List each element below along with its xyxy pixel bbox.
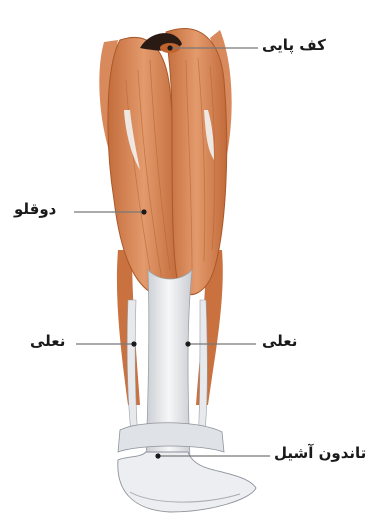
gastrocnemius-right-head — [166, 29, 227, 295]
label-achilles-tendon: تاندون آشیل — [274, 446, 366, 461]
label-plantaris: کف پایی — [262, 38, 326, 53]
label-gastrocnemius: دوقلو — [14, 202, 56, 217]
label-soleus-right: نعلی — [262, 334, 297, 349]
label-soleus-left: نعلی — [30, 334, 65, 349]
heel — [118, 452, 256, 512]
